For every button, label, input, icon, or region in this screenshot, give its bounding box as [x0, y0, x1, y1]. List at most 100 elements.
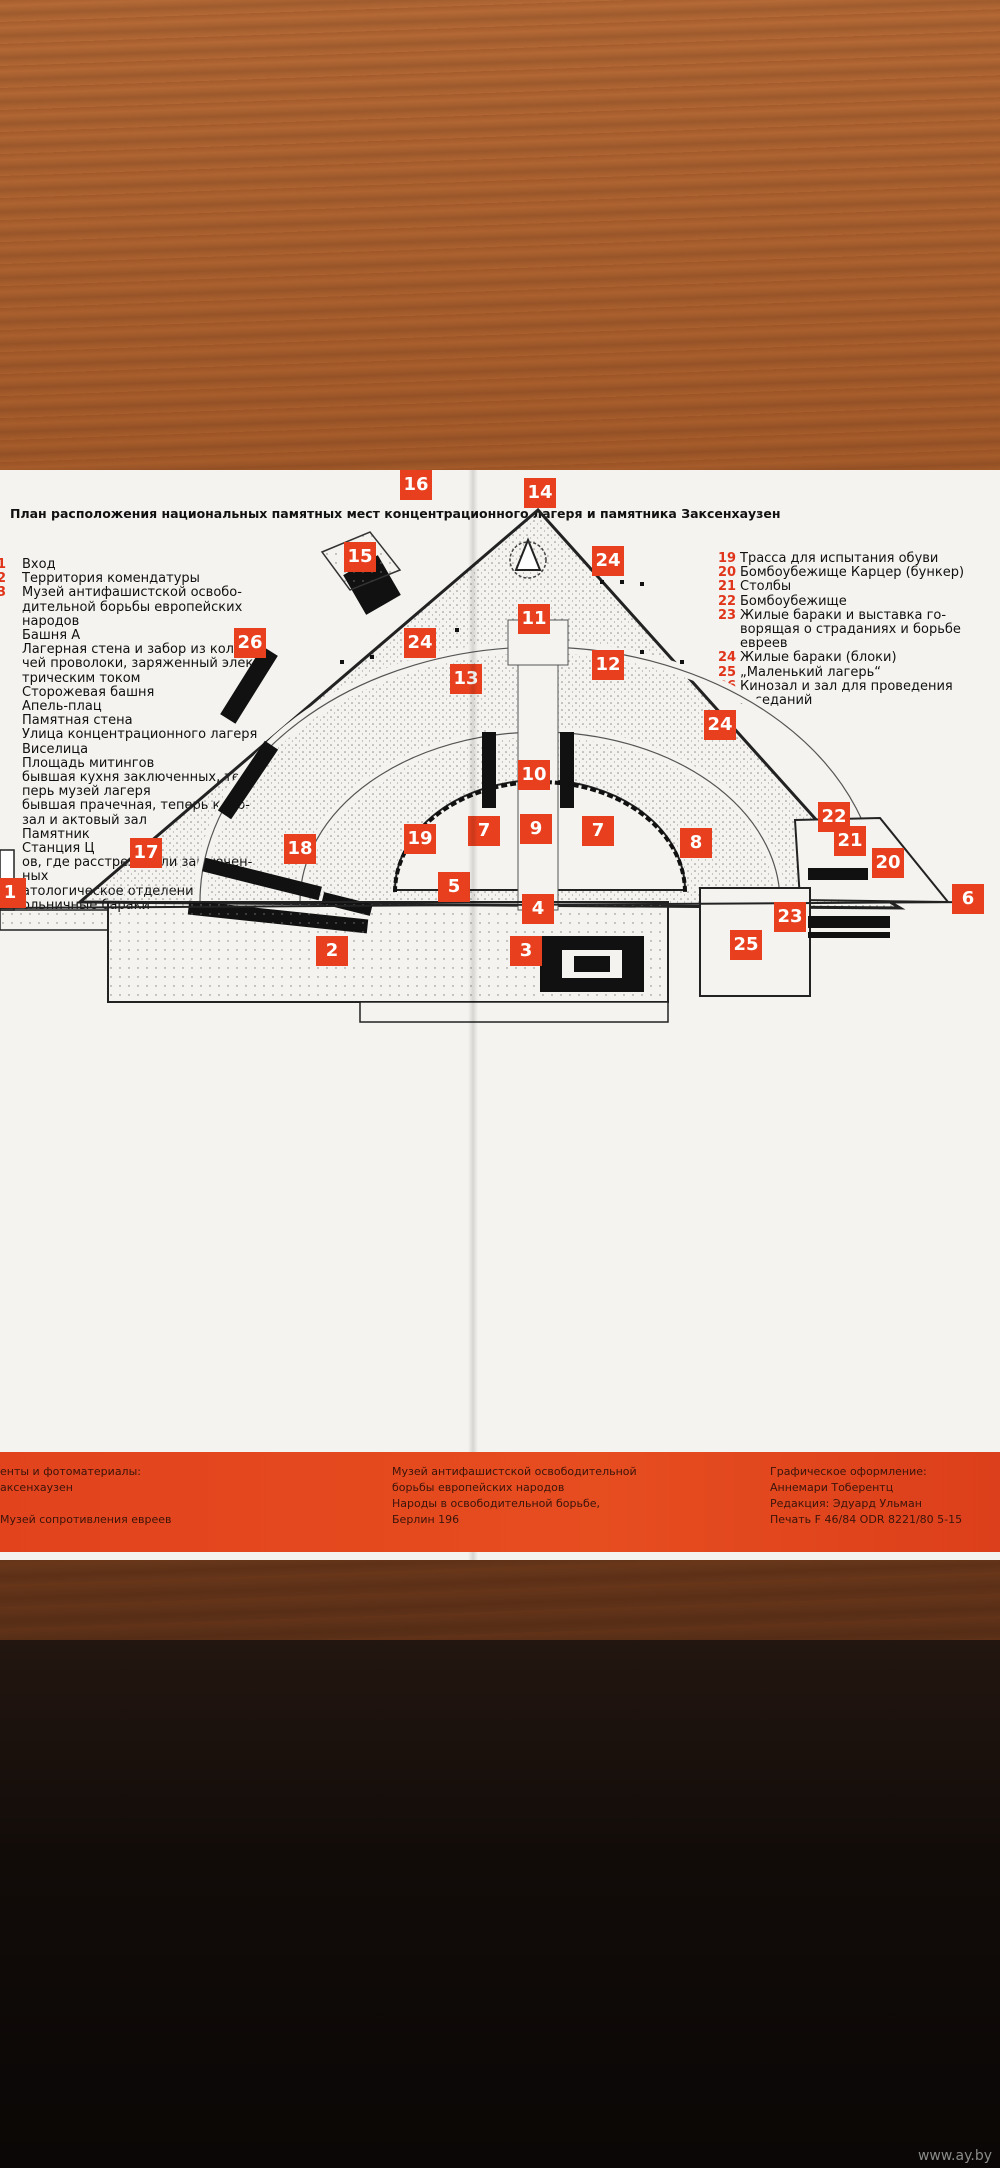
- footer-line: Берлин 196: [392, 1513, 460, 1526]
- monument-obelisk: [514, 537, 542, 571]
- legend-number: 24: [718, 650, 737, 666]
- legend-text: Апель-плац: [22, 699, 102, 715]
- legend-item: Памятная стена: [0, 714, 270, 728]
- legend-text: Площадь митингов: [22, 755, 155, 771]
- map-title: План расположения национальных памятных …: [10, 506, 781, 521]
- legend-text: дительной борьбы европейских: [22, 599, 243, 615]
- legend-item: Башня А: [0, 628, 270, 643]
- legend-text: Столбы: [740, 579, 792, 595]
- legend-text: Улица концентрационного лагеря: [22, 727, 258, 743]
- legend-number: 1: [0, 557, 7, 572]
- legend-text: Сторожевая башня: [22, 684, 155, 700]
- footer-line: Печать F 46/84 ODR 8221/80 5-15: [770, 1513, 963, 1526]
- legend-item: Сторожевая башня: [0, 684, 270, 700]
- legend-item: чей проволоки, заряженный элек-: [0, 657, 270, 671]
- imprint-footer: енты и фотоматериалы: аксенхаузен Музей с…: [0, 1452, 1000, 1552]
- map-marker: 7: [582, 816, 614, 846]
- footer-line: аксенхаузен: [0, 1481, 73, 1494]
- footer-line: [0, 1496, 172, 1512]
- legend-item: трическим током: [0, 670, 270, 686]
- legend-number: 23: [718, 607, 737, 623]
- legend-text: Трасса для испытания обуви: [740, 551, 939, 566]
- legend-item: Станция Ц: [0, 841, 270, 857]
- legend-text: евреев: [740, 636, 788, 652]
- map-marker: 13: [450, 664, 482, 694]
- footer-col-3: Графическое оформление: Аннемари Тоберент…: [770, 1464, 962, 1528]
- legend-text: бывшая кухня заключенных, те-: [22, 770, 245, 786]
- legend-item: Апель-плац: [0, 699, 270, 715]
- legend-item: ворящая о страданиях и борьбе: [718, 622, 1000, 637]
- dark-floor: [0, 1640, 1000, 2168]
- map-marker: 24: [592, 546, 624, 576]
- legend-item: народов: [0, 613, 270, 629]
- footer-line: Графическое оформление:: [770, 1465, 927, 1478]
- legend-number: 22: [718, 593, 737, 609]
- legend-item: Площадь митингов: [0, 755, 270, 771]
- footer-col-1: енты и фотоматериалы: аксенхаузен Музей с…: [0, 1464, 172, 1528]
- legend-item: бывшая кухня заключенных, те-: [0, 770, 270, 786]
- legend-item: евреев: [718, 637, 1000, 651]
- legend-text: Жилые бараки (блоки): [740, 650, 897, 666]
- legend-text: Виселица: [22, 741, 89, 757]
- map-marker: 19: [404, 824, 436, 854]
- legend-text: трическим током: [22, 670, 141, 686]
- legend-text: чей проволоки, заряженный элек-: [22, 656, 258, 672]
- map-marker: 15: [344, 542, 376, 572]
- map-marker: 17: [130, 838, 162, 868]
- legend-text: Бомбоубежище Карцер (бункер): [740, 565, 965, 581]
- legend-text: Памятник: [22, 826, 90, 842]
- map-marker: 9: [520, 814, 552, 844]
- legend-item: зал и актовый зал: [0, 813, 270, 828]
- legend-text: Жилые бараки и выставка го-: [740, 607, 947, 623]
- footer-line: Народы в освободительной борьбе,: [392, 1497, 601, 1510]
- map-marker: 3: [510, 936, 542, 966]
- camp-triangle: [75, 507, 906, 910]
- footer-line: Музей сопротивления евреев: [0, 1513, 172, 1526]
- footer-line: борьбы европейских народов: [392, 1481, 565, 1494]
- footer-line: енты и фотоматериалы:: [0, 1465, 141, 1478]
- legend-item: перь музей лагеря: [0, 785, 270, 799]
- map-marker: 7: [468, 816, 500, 846]
- map-marker: 23: [774, 902, 806, 932]
- legend-item: Улица концентрационного лагеря: [0, 728, 270, 742]
- footer-line: Аннемари Тоберентц: [770, 1481, 894, 1494]
- legend-number: 20: [718, 565, 737, 581]
- map-marker: 5: [438, 872, 470, 902]
- map-marker: 10: [518, 760, 550, 790]
- legend-text: Кинозал и зал для проведения: [740, 678, 953, 694]
- map-marker: 18: [284, 834, 316, 864]
- legend-text: народов: [22, 613, 80, 629]
- legend-text: Станция Ц: [22, 841, 95, 857]
- map-marker: 24: [404, 628, 436, 658]
- legend-number: 19: [718, 551, 737, 566]
- map-marker: 14: [524, 478, 556, 508]
- legend-text: перь музей лагеря: [22, 784, 151, 800]
- legend-number: 2: [0, 571, 7, 587]
- map-marker: 6: [952, 884, 984, 914]
- map-marker: 26: [234, 628, 266, 658]
- legend-item: дительной борьбы европейских: [0, 599, 270, 615]
- map-marker: 16: [400, 470, 432, 500]
- watermark: www.ay.by: [917, 2148, 992, 2164]
- legend-text: Памятная стена: [22, 713, 133, 729]
- legend-item: ных: [0, 870, 270, 884]
- footer-line: Музей антифашистской освободительной: [392, 1465, 637, 1478]
- legend-number: 21: [718, 579, 737, 595]
- legend-number: 3: [0, 585, 7, 601]
- legend-item: Лагерная стена и забор из колю-: [0, 643, 270, 657]
- map-marker: 11: [518, 604, 550, 634]
- map-marker: 8: [680, 828, 712, 858]
- footer-line: Редакция: Эдуард Ульман: [770, 1497, 922, 1510]
- map-marker: 25: [730, 930, 762, 960]
- map-marker: 2: [316, 936, 348, 966]
- legend-text: Территория комендатуры: [22, 571, 200, 587]
- legend-text: Лагерная стена и забор из колю-: [22, 642, 250, 658]
- map-marker: 24: [704, 710, 736, 740]
- brochure: План расположения национальных памятных …: [0, 470, 1000, 1560]
